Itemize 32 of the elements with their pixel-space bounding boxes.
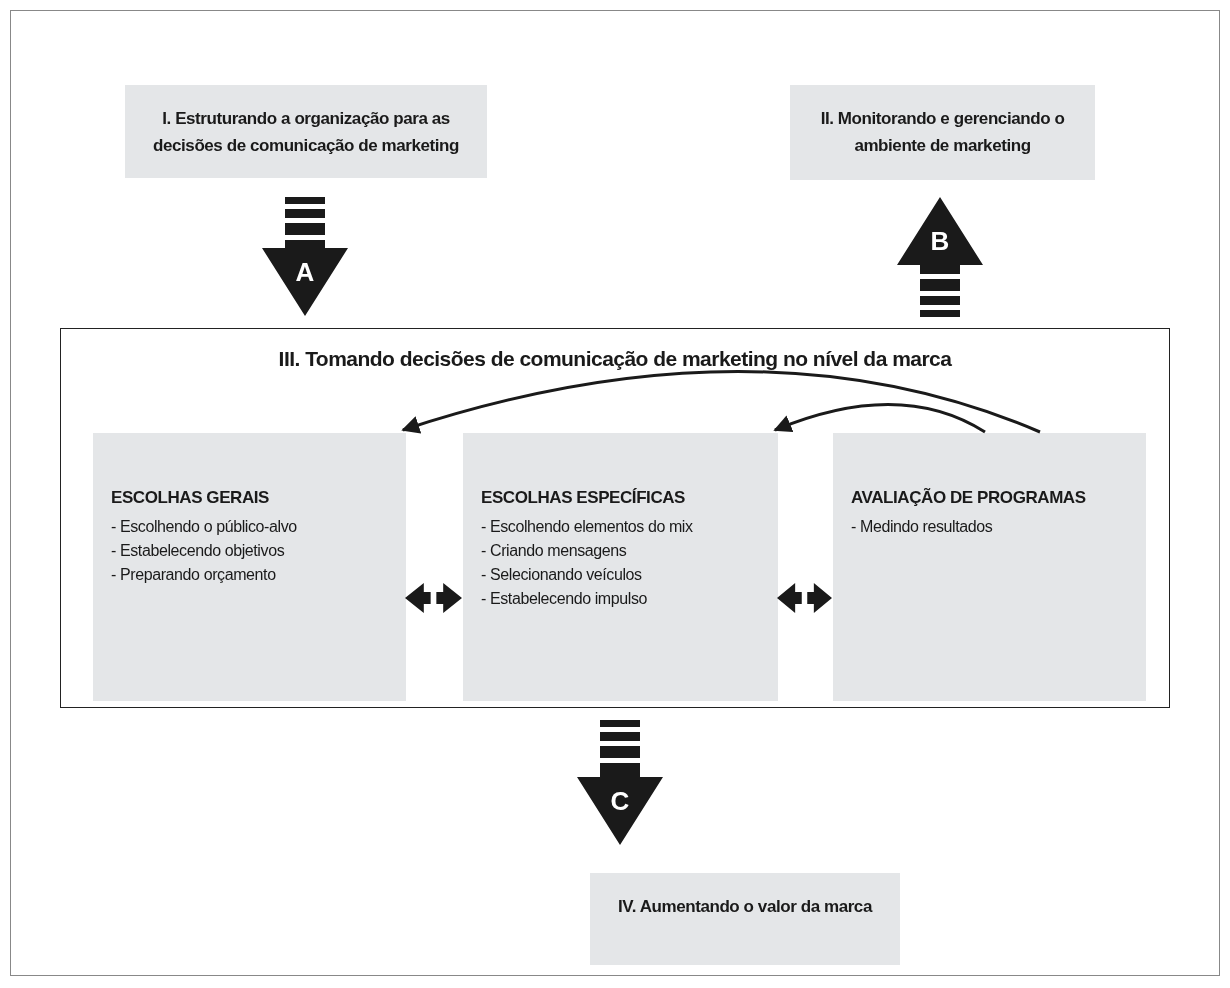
- block-arrow: [897, 197, 983, 317]
- block-arrow: [577, 720, 663, 845]
- curved-arrow: [401, 370, 1041, 434]
- list-item: - Escolhendo o público-alvo: [111, 516, 298, 537]
- double-arrow: [405, 583, 462, 613]
- list-item: - Medindo resultados: [851, 516, 994, 537]
- process-box: [833, 433, 1146, 701]
- group-heading: III. Tomando decisões de comunicação de marketing no nível da marca: [277, 346, 953, 372]
- process-box: [790, 85, 1095, 180]
- process-box: [125, 85, 487, 178]
- double-arrow: [777, 583, 832, 613]
- box-heading: ESCOLHAS ESPECÍFICAS: [481, 487, 687, 509]
- process-box: [93, 433, 406, 701]
- list-item: - Escolhendo elementos do mix: [481, 516, 694, 537]
- arrow-letter: C: [610, 788, 630, 814]
- arrow-letter: A: [295, 259, 315, 285]
- list-item: - Selecionando veículos: [481, 564, 643, 585]
- curved-arrow: [773, 403, 986, 434]
- group-frame: [60, 328, 1170, 708]
- arrow-letter: B: [930, 228, 950, 254]
- box-title: IV. Aumentando o valor da marca: [618, 896, 872, 918]
- box-title: I. Estruturando a organização para as decisões de comunicação de marketing: [152, 108, 460, 157]
- box-heading: ESCOLHAS GERAIS: [111, 487, 270, 509]
- process-box: [590, 873, 900, 965]
- list-item: - Estabelecendo objetivos: [111, 540, 286, 561]
- block-arrow: [262, 197, 348, 316]
- list-item: - Criando mensagens: [481, 540, 628, 561]
- list-item: - Estabelecendo impulso: [481, 588, 648, 609]
- box-title: II. Monitorando e gerenciando o ambiente de marketing: [819, 108, 1066, 157]
- box-heading: AVALIAÇÃO DE PROGRAMAS: [851, 487, 1087, 509]
- list-item: - Preparando orçamento: [111, 564, 277, 585]
- process-box: [463, 433, 778, 701]
